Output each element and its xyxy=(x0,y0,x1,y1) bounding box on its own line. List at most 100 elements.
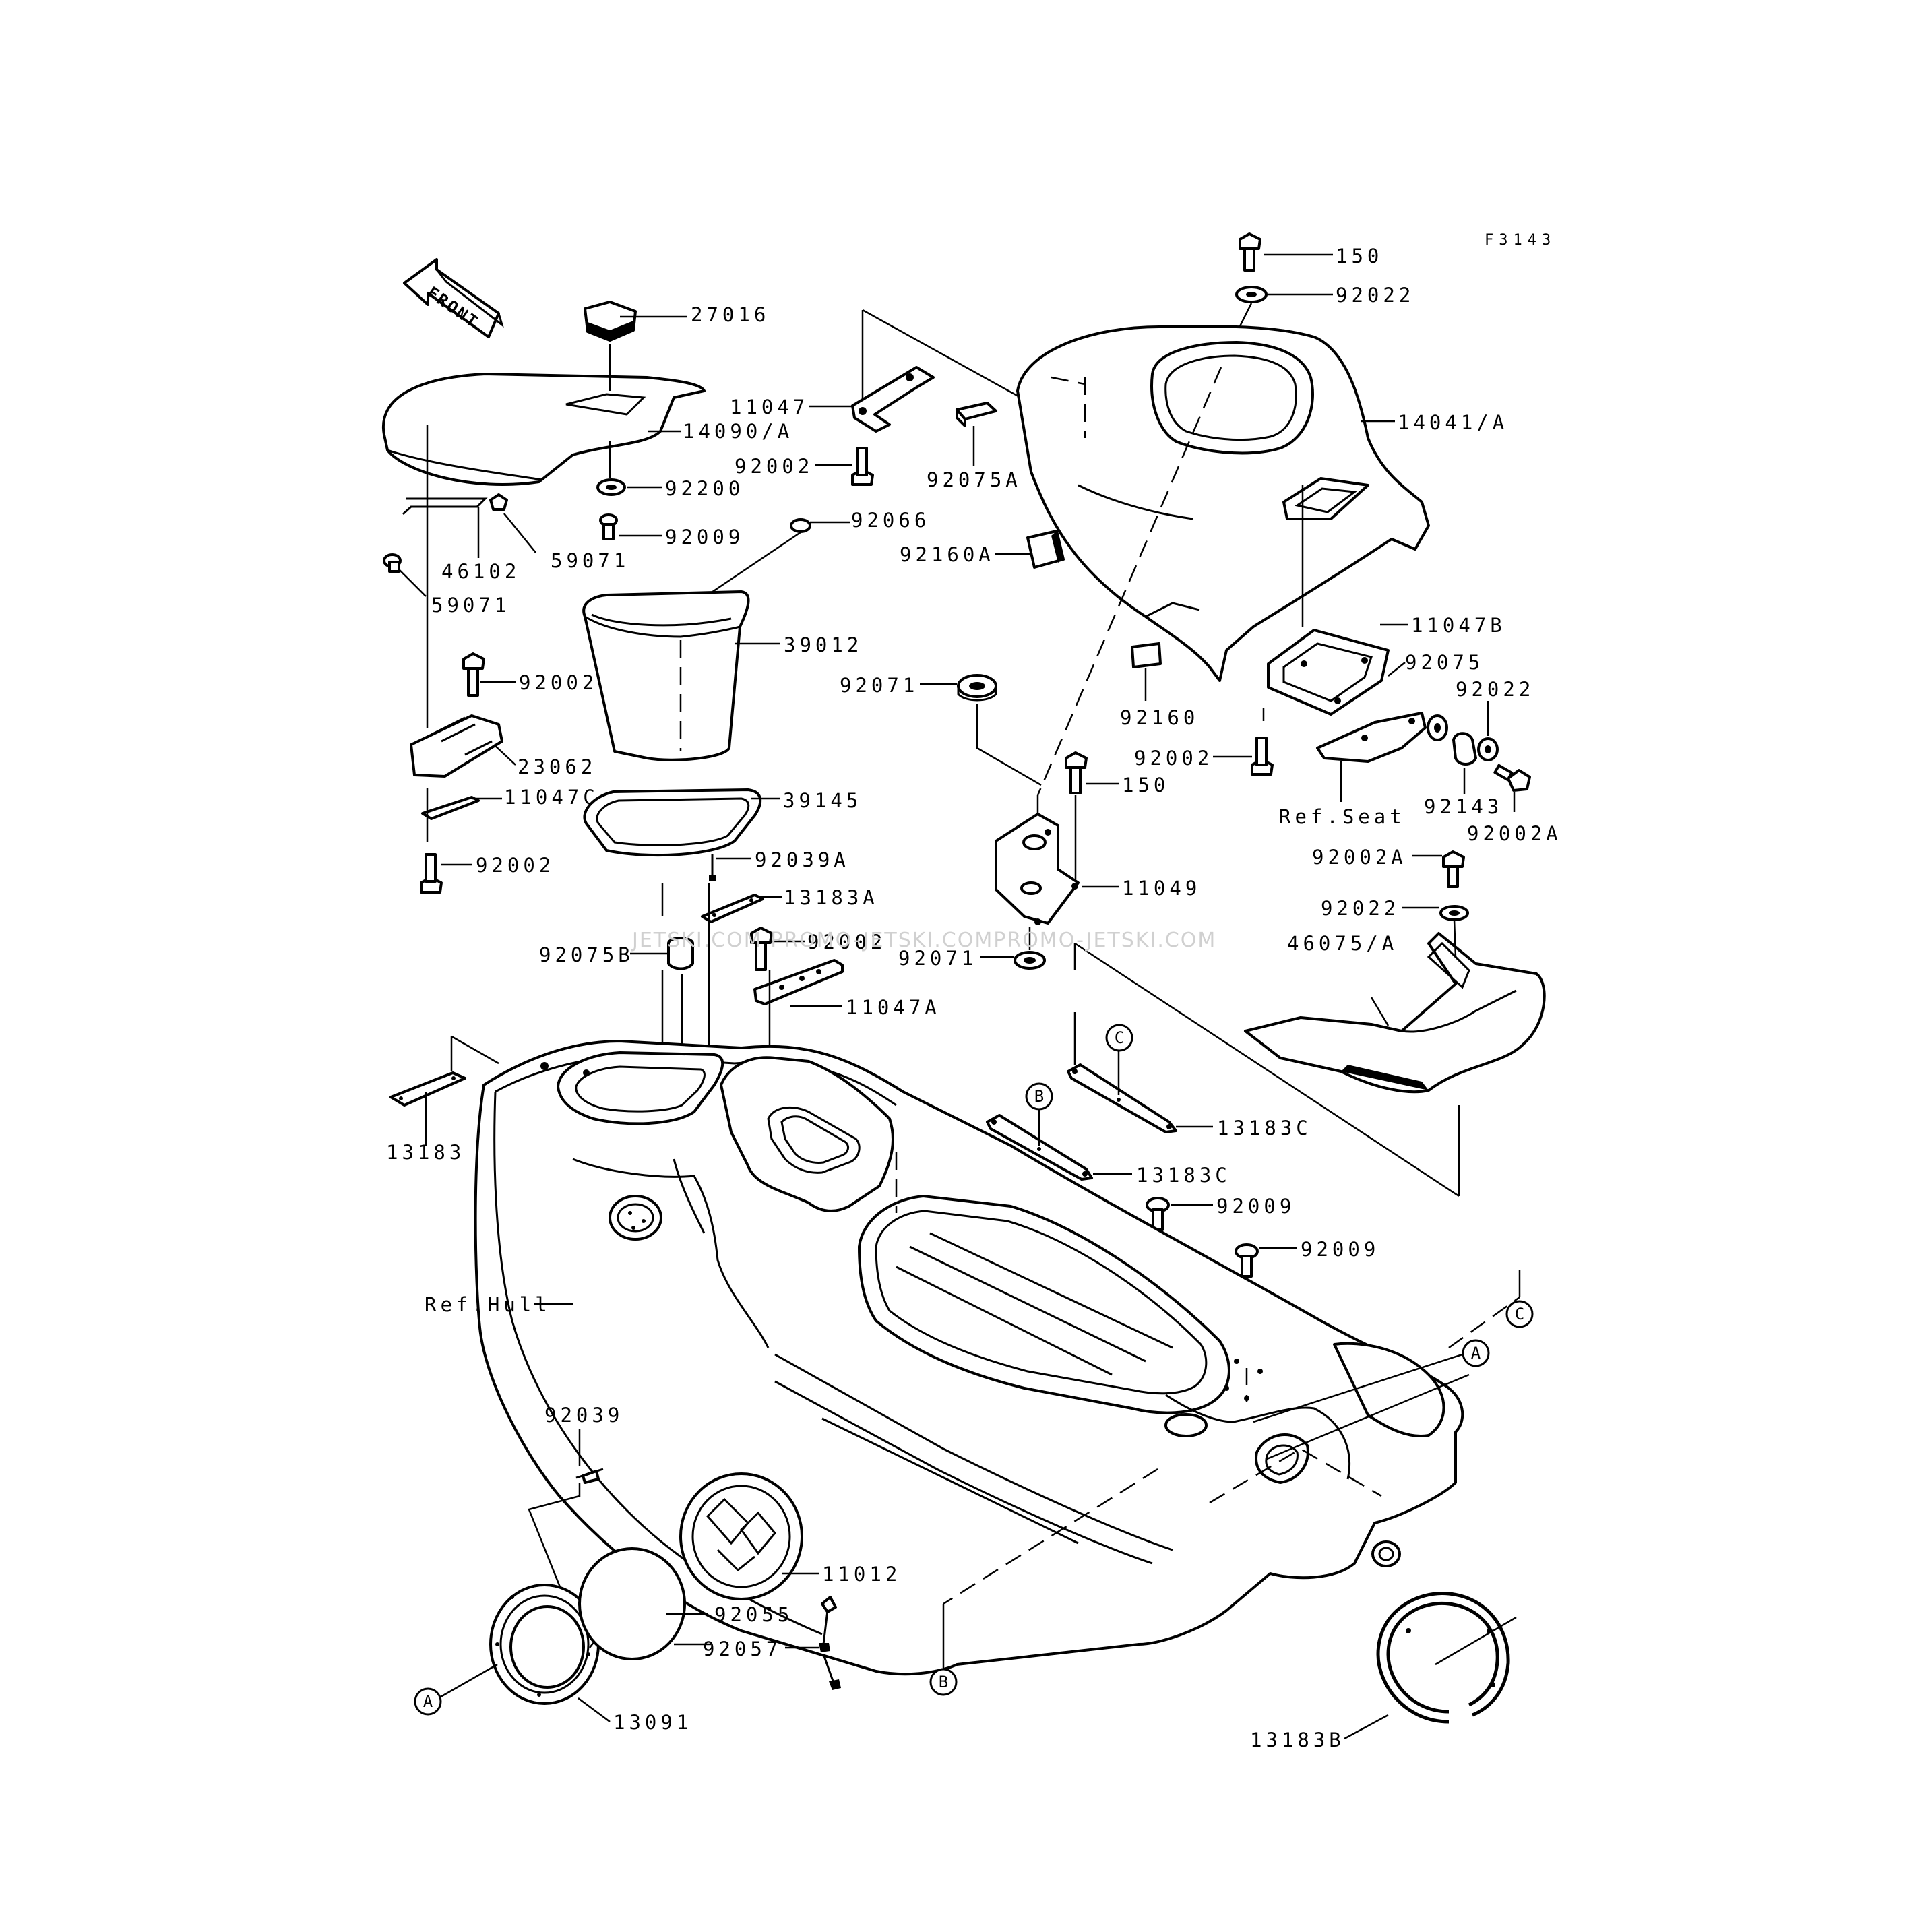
label-13183C-b: 13183C xyxy=(1136,1164,1231,1187)
label-92022-r: 92022 xyxy=(1456,678,1534,701)
callout-b-lower: B xyxy=(929,1668,958,1696)
ref-seat-bracket-part xyxy=(1262,708,1427,802)
label-92071-a: 92071 xyxy=(840,674,918,697)
label-39145: 39145 xyxy=(783,789,862,812)
callout-a-left-label: A xyxy=(423,1692,433,1711)
label-150-mid: 150 xyxy=(1122,774,1169,797)
label-11049: 11049 xyxy=(1122,877,1201,900)
label-13183C-a: 13183C xyxy=(1217,1117,1312,1140)
label-13091: 13091 xyxy=(613,1711,692,1734)
pin-92039-part xyxy=(528,1429,604,1594)
label-27016: 27016 xyxy=(691,303,770,326)
callout-c-upper-label: C xyxy=(1115,1028,1124,1047)
bracket-11049-part xyxy=(995,813,1119,925)
label-92009-a: 92009 xyxy=(1216,1195,1295,1218)
cap-92075B-part xyxy=(630,937,694,970)
bolt-150-top-part xyxy=(1239,232,1333,272)
grommet-92071-b-part xyxy=(980,927,1046,970)
label-92200: 92200 xyxy=(665,477,744,500)
washer-92022-top-part xyxy=(1220,286,1333,365)
bushing-92075-part xyxy=(1388,662,1448,741)
label-92002-r: 92002 xyxy=(1134,747,1213,770)
handle-46075A-part xyxy=(1244,919,1546,1094)
label-92071-b: 92071 xyxy=(898,947,977,970)
label-92075B: 92075B xyxy=(539,943,634,966)
bracket-11047-group xyxy=(809,309,1082,569)
front-seat-group xyxy=(381,301,706,894)
front-arrow-icon: FRONT xyxy=(403,258,504,338)
part-labels: 27016 14090/A 92200 92009 46102 59071 59… xyxy=(386,245,1562,1751)
clip-92057-part xyxy=(785,1596,841,1690)
label-92009-b: 92009 xyxy=(1301,1238,1379,1261)
bracket-11047-part xyxy=(809,366,935,433)
label-92066: 92066 xyxy=(851,509,930,532)
label-92009-top: 92009 xyxy=(665,526,744,549)
washer-92022-r-part xyxy=(1477,701,1499,761)
pad-92075A-part xyxy=(956,402,997,466)
washer-92022-low-part xyxy=(1402,905,1469,921)
rod-46102-part xyxy=(402,497,488,558)
cover-13091-part xyxy=(489,1584,611,1723)
label-ref-hull: Ref.Hull xyxy=(425,1293,551,1316)
label-92002-left2: 92002 xyxy=(476,854,555,877)
bucket-39012-part xyxy=(582,590,780,761)
label-150-top: 150 xyxy=(1336,245,1383,268)
bolt-92002-left2-part xyxy=(420,853,472,894)
label-23062: 23062 xyxy=(518,755,596,778)
washer-92200-part xyxy=(596,441,662,496)
label-92022-top: 92022 xyxy=(1336,284,1414,307)
label-13183A: 13183A xyxy=(784,886,879,909)
gasket-92055-part xyxy=(578,1547,711,1660)
strip-13183C-a-part xyxy=(1067,1012,1213,1133)
figure-code: F3143 xyxy=(1485,232,1556,249)
label-92075A: 92075A xyxy=(927,468,1022,491)
callout-c-upper: C xyxy=(1105,1024,1133,1052)
label-92055: 92055 xyxy=(714,1603,793,1626)
vent-11012-part xyxy=(679,1472,819,1600)
label-59071-b: 59071 xyxy=(431,594,510,617)
spacer-92143-part xyxy=(1452,732,1477,794)
handle-group xyxy=(1244,850,1546,1094)
ring-13183B-part xyxy=(1344,1591,1517,1740)
bolt-92002A-a-part xyxy=(1493,764,1531,812)
bracket-11047B-part xyxy=(1267,623,1408,716)
label-13183: 13183 xyxy=(386,1141,465,1164)
label-92039: 92039 xyxy=(544,1404,623,1427)
bolt-92002-r-part xyxy=(1213,737,1274,776)
label-11012: 11012 xyxy=(822,1563,901,1586)
vent-group xyxy=(489,1429,841,1723)
pad-92160-part xyxy=(1131,642,1162,701)
seat-cover-part xyxy=(381,344,706,486)
label-13183B: 13183B xyxy=(1250,1728,1345,1751)
callout-a-left: A xyxy=(414,1663,498,1716)
bolt-92002-top-part xyxy=(815,447,874,486)
bolt-150-mid-part xyxy=(1065,751,1119,887)
strip-13183-part xyxy=(389,1035,499,1146)
label-11047B: 11047B xyxy=(1411,614,1506,637)
strip-13183C-b-part xyxy=(986,1109,1132,1181)
label-92002A-a: 92002A xyxy=(1467,822,1562,845)
label-39012: 39012 xyxy=(784,633,863,656)
label-11047: 11047 xyxy=(730,396,809,418)
callout-b-upper-label: B xyxy=(1034,1087,1044,1106)
plate-11047A-part xyxy=(753,959,844,1007)
bolt-92002-mid-part xyxy=(750,927,805,971)
label-92160: 92160 xyxy=(1120,706,1199,729)
label-46075A: 46075/A xyxy=(1287,932,1398,955)
label-92002-left1: 92002 xyxy=(519,671,598,694)
label-14041A: 14041/A xyxy=(1398,411,1508,434)
label-46102: 46102 xyxy=(441,560,520,583)
label-11047C: 11047C xyxy=(504,786,599,809)
clip-59071-part xyxy=(489,493,536,553)
gasket-39145-part xyxy=(583,788,780,857)
callout-a-right: A xyxy=(1462,1339,1490,1367)
storage-bucket-group xyxy=(582,518,850,1085)
grommet-92071-a-part xyxy=(920,674,1042,786)
rear-seat-group xyxy=(1016,232,1531,829)
watermark: JETSKI.COM PROMO-JETSKI.COMPROMO-JETSKI.… xyxy=(631,929,1216,952)
callout-a-right-label: A xyxy=(1471,1344,1481,1363)
seat-14041A-part xyxy=(1016,325,1430,682)
callout-b-upper: B xyxy=(1025,1082,1053,1111)
label-92002-mid: 92002 xyxy=(807,931,886,954)
strip-13183A-part xyxy=(701,894,782,923)
